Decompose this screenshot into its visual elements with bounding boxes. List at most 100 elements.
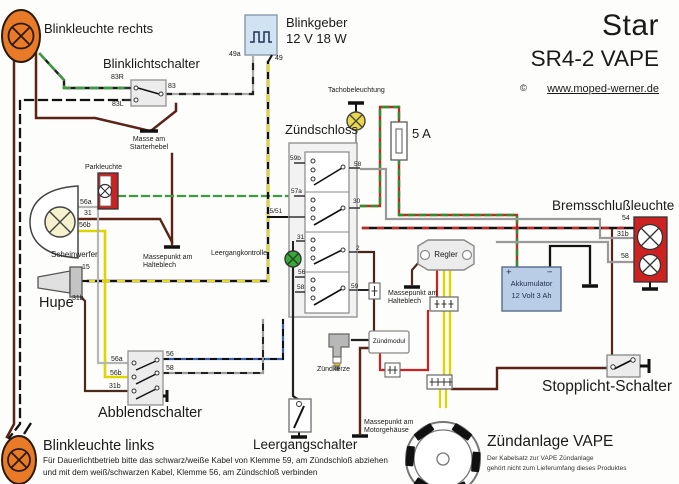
wire-56a-gray [76, 205, 130, 365]
label-stopplicht-schalter: Stopplicht-Schalter [542, 378, 673, 395]
tachobeleuchtung-icon [346, 111, 366, 131]
wire-49-hupe-yellow [86, 60, 270, 283]
blinkleuchte-rechts-icon [1, 9, 41, 63]
wire-83-49a-dash [164, 55, 255, 96]
terminal-58-brems: 58 [621, 253, 629, 260]
wire-ground-funnel-right [150, 102, 178, 132]
label-blinklichtschalter: Blinklichtschalter [103, 56, 200, 71]
connector-3pin-icon [429, 296, 459, 312]
hupe-icon [37, 266, 83, 298]
terminal-56-schloss: 56 [298, 269, 306, 276]
label-masse-starterhebel: Masse am Starterhebel [129, 136, 169, 152]
leergangkontrolle-icon [284, 250, 302, 268]
label-massepunkt-motorgehaeuse: Massepunkt am Motorgehäuse [364, 419, 414, 435]
connector-4pin-icon [426, 374, 453, 390]
terminal-54: 54 [622, 215, 630, 222]
leergangschalter-icon [288, 398, 312, 433]
blinkleuchte-links-icon [1, 422, 37, 484]
parkleuchte-icon [97, 172, 119, 210]
label-leergangkontrolle: Leergangkontrolle [211, 250, 268, 257]
wire-83L-blinker-links [7, 98, 133, 440]
terminal-56a-abblend: 56a [111, 356, 123, 363]
terminal-31-scheinwerfer: 31 [84, 210, 92, 217]
wire-yellow-down [442, 309, 452, 377]
label-massepunkt-halteblech-rechts: Massepunkt am Halteblech [388, 290, 438, 306]
terminal-83: 83 [168, 83, 176, 90]
wire-abblend-58-base [161, 318, 265, 375]
wire-58-31b-brake [359, 167, 636, 240]
terminal-58-schloss-links: 58 [297, 284, 305, 291]
zuendmodul-icon [368, 330, 410, 354]
terminal-31b-abblend: 31b [109, 383, 121, 390]
label-abblendschalter: Abblendschalter [98, 405, 202, 421]
label-zuendmodul: Zündmodul [372, 338, 406, 345]
terminal-58-schloss-rechts: 58 [354, 161, 362, 168]
label-bremsschlussleuchte: Bremsschlußleuchte [552, 198, 675, 213]
terminal-31-schloss: 31 [297, 234, 305, 241]
wire-83R-green [38, 52, 133, 90]
terminal-83R: 83R [111, 74, 124, 81]
wire-56b-yellow [76, 229, 130, 379]
terminal-59: 59 [351, 283, 359, 290]
wire-stopplicht [450, 366, 609, 391]
wire-yellow-flywheel [438, 387, 448, 409]
label-zuendschloss: Zündschloss [285, 122, 358, 137]
connector-bullet-icon [368, 282, 381, 300]
wire-regler-yellow [442, 267, 452, 299]
label-zuendkerze: Zündkerze [317, 366, 351, 373]
label-regler: Regler [434, 250, 458, 259]
wire-scheinwerfer-31 [76, 217, 174, 244]
bremsschlussleuchte-icon [633, 216, 668, 283]
sicherung-icon [390, 121, 408, 161]
wire-abblend-56-dash [162, 319, 284, 360]
blinkgeber-icon [244, 14, 278, 63]
label-parkleuchte: Parkleuchte [85, 164, 122, 171]
label-scheinwerfer: Scheinwerfer [51, 250, 98, 259]
terminal-56b-abblend: 56b [110, 370, 122, 377]
scheinwerfer-icon [29, 185, 79, 259]
terminal-2: 2 [356, 245, 360, 252]
stopplicht-schalter-icon [606, 354, 651, 378]
wire-abblend-56-base [161, 318, 285, 361]
wire-motor-ground [358, 346, 371, 435]
label-massepunkt-halteblech-links: Massepunkt am Halteblech [143, 254, 193, 270]
terminal-15-51: 15/51 [266, 208, 283, 215]
terminal-58-abblend: 58 [166, 365, 174, 372]
terminal-83L: 83L [112, 101, 124, 108]
label-blinkgeber: Blinkgeber [286, 15, 348, 30]
regler-icon [417, 239, 475, 271]
zuendkerze-icon [328, 333, 350, 371]
label-sicherung: 5 A [412, 126, 431, 141]
page-title-brand: Star [601, 9, 659, 42]
zuendschloss-icon [288, 142, 360, 318]
square-wave-icon [250, 31, 272, 43]
footer-note-line2: und mit dem weiß/schwarzen Kabel, Klemme… [43, 468, 318, 477]
wire-58-brake [495, 240, 635, 264]
label-tachobeleuchtung: Tachobeleuchtung [328, 87, 385, 94]
battery-minus: − [547, 267, 553, 278]
terminal-31b-brems: 31b [617, 231, 629, 238]
label-zuendanlage: Zündanlage VAPE [487, 433, 614, 450]
label-akkumulator: Akkumulator [510, 279, 553, 288]
terminal-49: 49 [275, 55, 283, 62]
battery-plus: + [506, 267, 512, 278]
label-blinkgeber-rating: 12 V 18 W [286, 31, 347, 46]
copyright-icon: © [520, 83, 527, 94]
wire-modul-red [378, 351, 430, 372]
terminal-59b: 59b [290, 155, 301, 162]
abblendschalter-icon [127, 350, 169, 406]
zuendanlage-flywheel-icon [405, 421, 481, 484]
connector-2pin-icon [384, 362, 401, 378]
wire-abblend-58-dash [162, 319, 264, 374]
label-akkumulator-rating: 12 Volt 3 Ah [511, 291, 552, 300]
page-title-model: SR4-2 VAPE [530, 46, 659, 71]
terminal-56b-scheinwerfer: 56b [79, 222, 91, 229]
label-hupe: Hupe [39, 295, 74, 311]
label-blinkleuchte-links: Blinkleuchte links [43, 438, 155, 454]
footer-note-line1: Für Dauerlichtbetrieb bitte das schwarz/… [43, 456, 388, 465]
terminal-30: 30 [353, 198, 361, 205]
website-link[interactable]: www.moped-werner.de [547, 83, 659, 95]
terminal-31b-hupe: 31b [72, 295, 84, 302]
